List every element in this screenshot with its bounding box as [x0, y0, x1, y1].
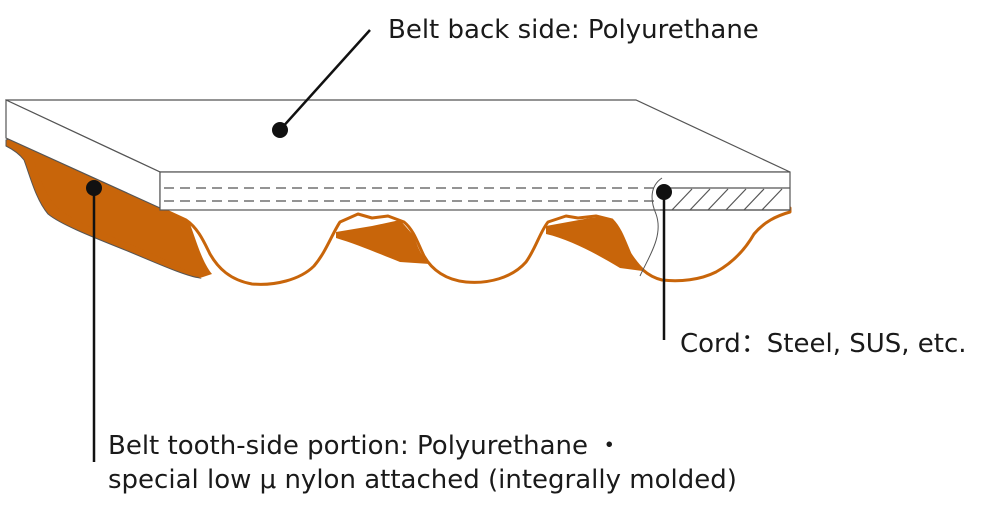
tooth-side-dot [86, 180, 102, 196]
back-side-label: Belt back side: Polyurethane [388, 15, 759, 45]
front-tooth-profile [158, 206, 792, 286]
tooth-side-face-2 [336, 220, 430, 264]
cut-line [639, 177, 663, 277]
tooth-side-label-line2: special low μ nylon attached (integrally… [108, 465, 737, 495]
cord-label: Cord：Steel, SUS, etc. [680, 329, 967, 359]
cord-dot [656, 184, 672, 200]
tooth-side-label-line1: Belt tooth-side portion: Polyurethane ・ [108, 431, 622, 461]
back-side-leader-line [279, 29, 371, 131]
cord-cross-section-hatch [671, 188, 783, 211]
belt-front-face [159, 171, 791, 211]
tooth-side-face-1 [28, 146, 212, 278]
back-side-dot [272, 122, 288, 138]
